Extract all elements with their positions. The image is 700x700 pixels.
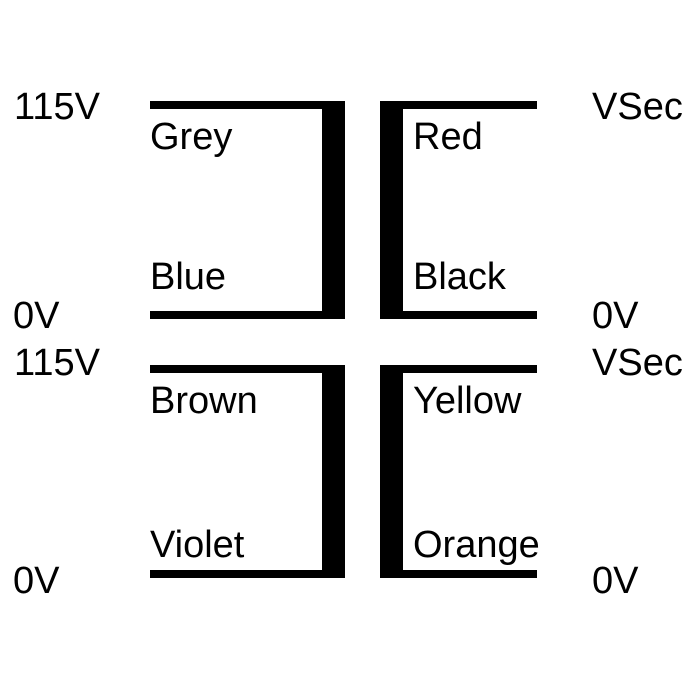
lead-label-blue: Blue [150, 256, 227, 298]
secondary1-bottom-lead-line [380, 311, 537, 319]
lead-label-grey: Grey [150, 116, 233, 158]
primary1-core-bar [322, 101, 345, 319]
terminal-label-top-right-vsec: VSec [592, 86, 683, 128]
terminal-label-mid-right-vsec: VSec [592, 342, 683, 384]
secondary1-core-bar [380, 101, 403, 319]
lead-label-black: Black [413, 256, 506, 298]
lead-label-yellow: Yellow [413, 380, 522, 422]
terminal-label-bottom-right-0v: 0V [592, 560, 639, 602]
secondary1-top-lead-line [380, 101, 537, 109]
terminal-label-mid-right-0v: 0V [592, 295, 639, 337]
terminal-label-bottom-left-0v: 0V [13, 560, 60, 602]
terminal-label-mid-left-0v: 0V [13, 295, 60, 337]
terminal-label-mid-left-115v: 115V [14, 342, 100, 384]
primary2-core-bar [322, 365, 345, 578]
primary1-top-lead-line [150, 101, 345, 109]
lead-label-violet: Violet [150, 524, 245, 566]
primary2-top-lead-line [150, 365, 345, 373]
lead-label-orange: Orange [413, 524, 540, 566]
secondary2-core-bar [380, 365, 403, 578]
lead-label-red: Red [413, 116, 483, 158]
secondary2-bottom-lead-line [380, 570, 537, 578]
secondary2-top-lead-line [380, 365, 537, 373]
primary1-bottom-lead-line [150, 311, 345, 319]
primary2-bottom-lead-line [150, 570, 345, 578]
lead-label-brown: Brown [150, 380, 258, 422]
terminal-label-top-left-115v: 115V [14, 86, 100, 128]
